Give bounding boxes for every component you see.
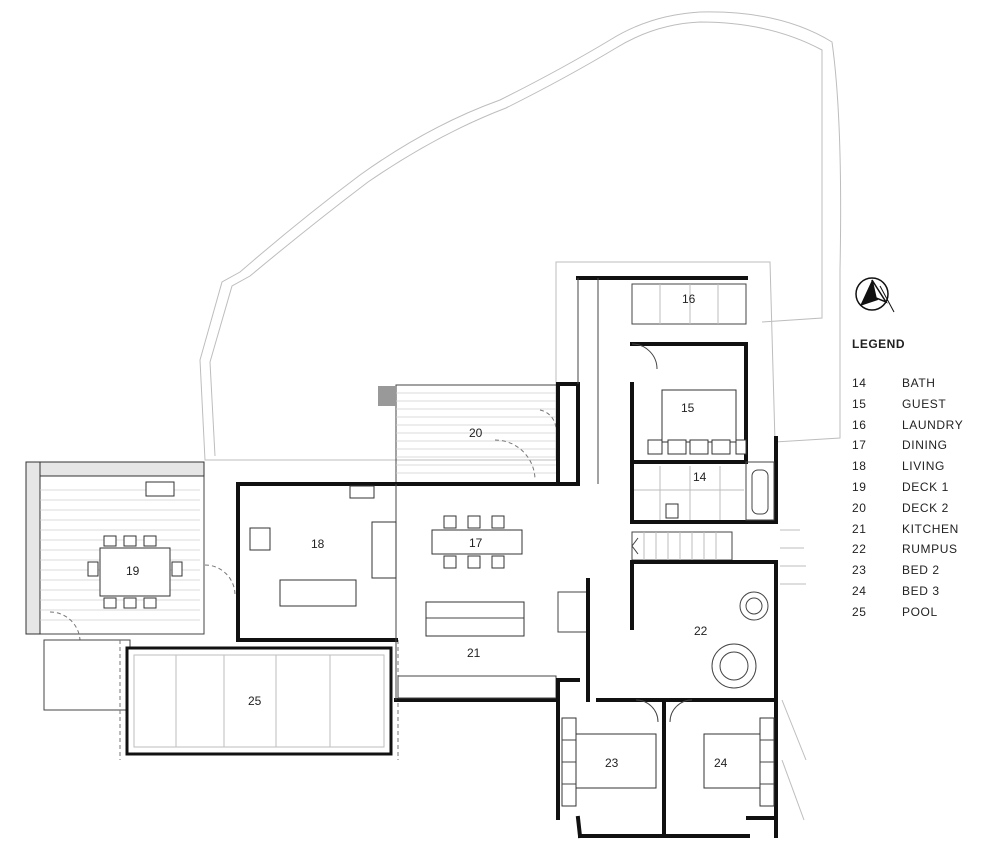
legend-item-label: LIVING: [902, 459, 945, 474]
deck-1: [25, 461, 236, 711]
pool: [119, 640, 399, 760]
north-arrow-icon: [855, 277, 895, 313]
room-19-label: 19: [126, 564, 140, 578]
legend-list: 14 BATH 15 GUEST 16 LAUNDRY 17 DINING 18 LIVING 19…: [852, 373, 992, 623]
room-24-label: 24: [714, 756, 728, 770]
legend-item-number: 22: [852, 542, 867, 557]
room-23-label: 23: [605, 756, 619, 770]
room-21-label: 21: [467, 646, 481, 660]
legend-item-number: 17: [852, 438, 867, 453]
room-25-label: 25: [248, 694, 262, 708]
legend: LEGEND 14 BATH 15 GUEST 16 LAUNDRY 17 DINING 18 L…: [852, 272, 992, 623]
site-boundary: [199, 11, 842, 461]
legend-item-label: DECK 1: [902, 479, 949, 494]
legend-item-number: 19: [852, 479, 867, 494]
legend-item-number: 18: [852, 459, 867, 474]
room-16-label: 16: [682, 292, 696, 306]
legend-item-number: 23: [852, 563, 867, 578]
legend-item: 17 DINING: [852, 435, 992, 456]
legend-item: 20 DECK 2: [852, 498, 992, 519]
legend-item-label: RUMPUS: [902, 542, 958, 557]
legend-item-label: BATH: [902, 376, 936, 390]
room-14-label: 14: [693, 470, 707, 484]
room-17-label: 17: [469, 536, 483, 550]
legend-item: 18 LIVING: [852, 456, 992, 477]
deck-2: [378, 384, 559, 484]
legend-item-label: POOL: [902, 604, 938, 619]
legend-item-number: 20: [852, 500, 867, 515]
legend-item-number: 16: [852, 417, 867, 432]
legend-item: 21 KITCHEN: [852, 519, 992, 540]
room-20-label: 20: [469, 426, 483, 440]
legend-item-label: KITCHEN: [902, 521, 959, 536]
legend-item-number: 21: [852, 521, 867, 536]
legend-item-label: DECK 2: [902, 500, 949, 515]
legend-item: 25 POOL: [852, 602, 992, 623]
bed-3-room: [662, 698, 778, 838]
legend-item-number: 14: [852, 376, 867, 390]
legend-item: 19 DECK 1: [852, 477, 992, 498]
room-22-label: 22: [694, 624, 708, 638]
bed-2-room: [556, 678, 668, 839]
legend-item: 23 BED 2: [852, 560, 992, 581]
legend-item-label: GUEST: [902, 396, 947, 411]
legend-item-label: BED 2: [902, 563, 940, 578]
legend-item: 16 LAUNDRY: [852, 415, 992, 436]
legend-title: LEGEND: [852, 337, 906, 351]
rumpus-room: [586, 560, 778, 723]
guest-room: [630, 342, 748, 464]
legend-item-label: DINING: [902, 438, 948, 453]
exterior-steps: [780, 529, 807, 821]
legend-item: 22 RUMPUS: [852, 539, 992, 560]
stairs: [631, 531, 733, 561]
bathroom: [630, 436, 778, 524]
room-15-label: 15: [681, 401, 695, 415]
legend-item: 14 BATH: [852, 373, 992, 394]
legend-item-number: 24: [852, 583, 867, 598]
legend-item-number: 25: [852, 604, 867, 619]
room-18-label: 18: [311, 537, 325, 551]
legend-item-number: 15: [852, 396, 867, 411]
legend-item-label: LAUNDRY: [902, 417, 964, 432]
legend-item: 24 BED 3: [852, 581, 992, 602]
legend-item: 15 GUEST: [852, 394, 992, 415]
legend-item-label: BED 3: [902, 583, 940, 598]
laundry-room: [576, 276, 748, 484]
